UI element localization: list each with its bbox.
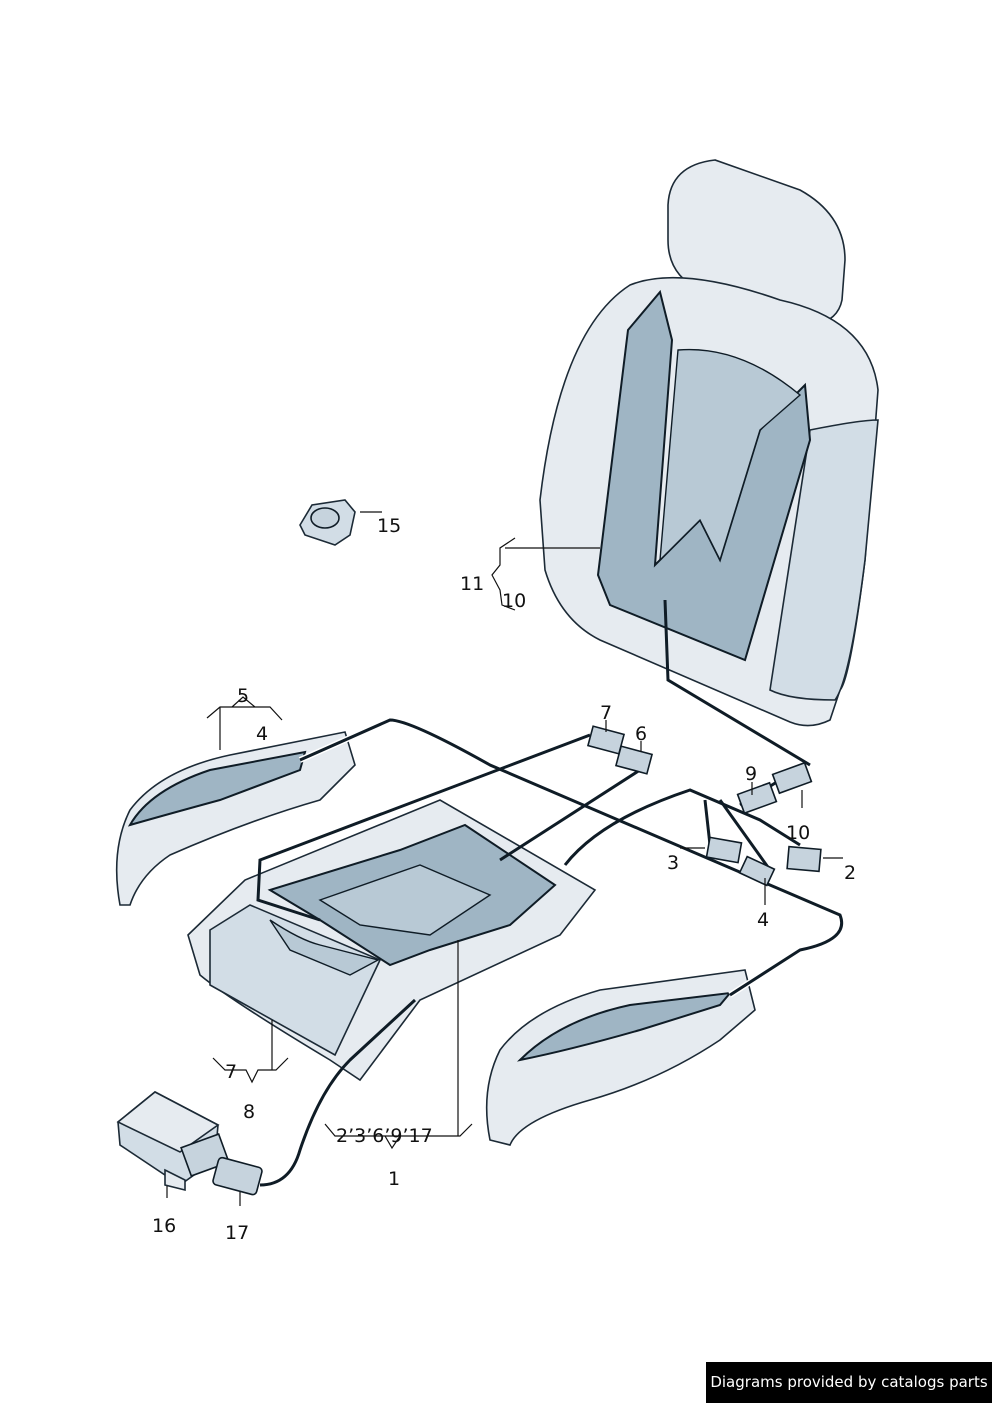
- label-3: 3: [667, 852, 679, 874]
- left-side-bolster: [115, 731, 356, 906]
- left-side-heating-mat: [127, 750, 307, 827]
- connector-10: [771, 761, 813, 795]
- connector-3: [705, 836, 743, 864]
- leader-lines: [166, 511, 843, 1206]
- connector-9: [736, 781, 778, 815]
- label-10-connector: 10: [786, 822, 810, 844]
- label-1: 1: [388, 1168, 400, 1190]
- connector-7: [586, 725, 626, 755]
- label-7-seat: 7: [225, 1061, 237, 1083]
- label-16: 16: [152, 1215, 176, 1237]
- label-9: 9: [745, 763, 757, 785]
- label-4-right: 4: [757, 909, 769, 931]
- connector-4: [738, 855, 776, 887]
- label-10-backrest: 10: [502, 590, 526, 612]
- label-7-connector: 7: [600, 702, 612, 724]
- label-2: 2: [844, 862, 856, 884]
- connector-6: [614, 745, 654, 775]
- label-5: 5: [237, 685, 249, 707]
- label-11: 11: [460, 573, 484, 595]
- label-group: 2’3’6’9’17: [336, 1125, 433, 1147]
- label-8: 8: [243, 1101, 255, 1123]
- wiring-harness: [256, 716, 845, 1187]
- connector-2: [786, 845, 822, 873]
- label-15: 15: [377, 515, 401, 537]
- attribution-footer: Diagrams provided by catalogs parts: [706, 1362, 992, 1403]
- connector-17: [212, 1156, 263, 1196]
- seat-cushion-front: [209, 904, 382, 1057]
- backrest-heating-mat-center: [659, 348, 802, 562]
- label-4-left: 4: [256, 723, 268, 745]
- label-6: 6: [635, 723, 647, 745]
- control-unit-16: [116, 1091, 230, 1192]
- right-side-heating-mat: [516, 991, 733, 1062]
- sensor-part-15: [299, 499, 356, 546]
- backrest-side: [769, 419, 879, 701]
- label-17: 17: [225, 1222, 249, 1244]
